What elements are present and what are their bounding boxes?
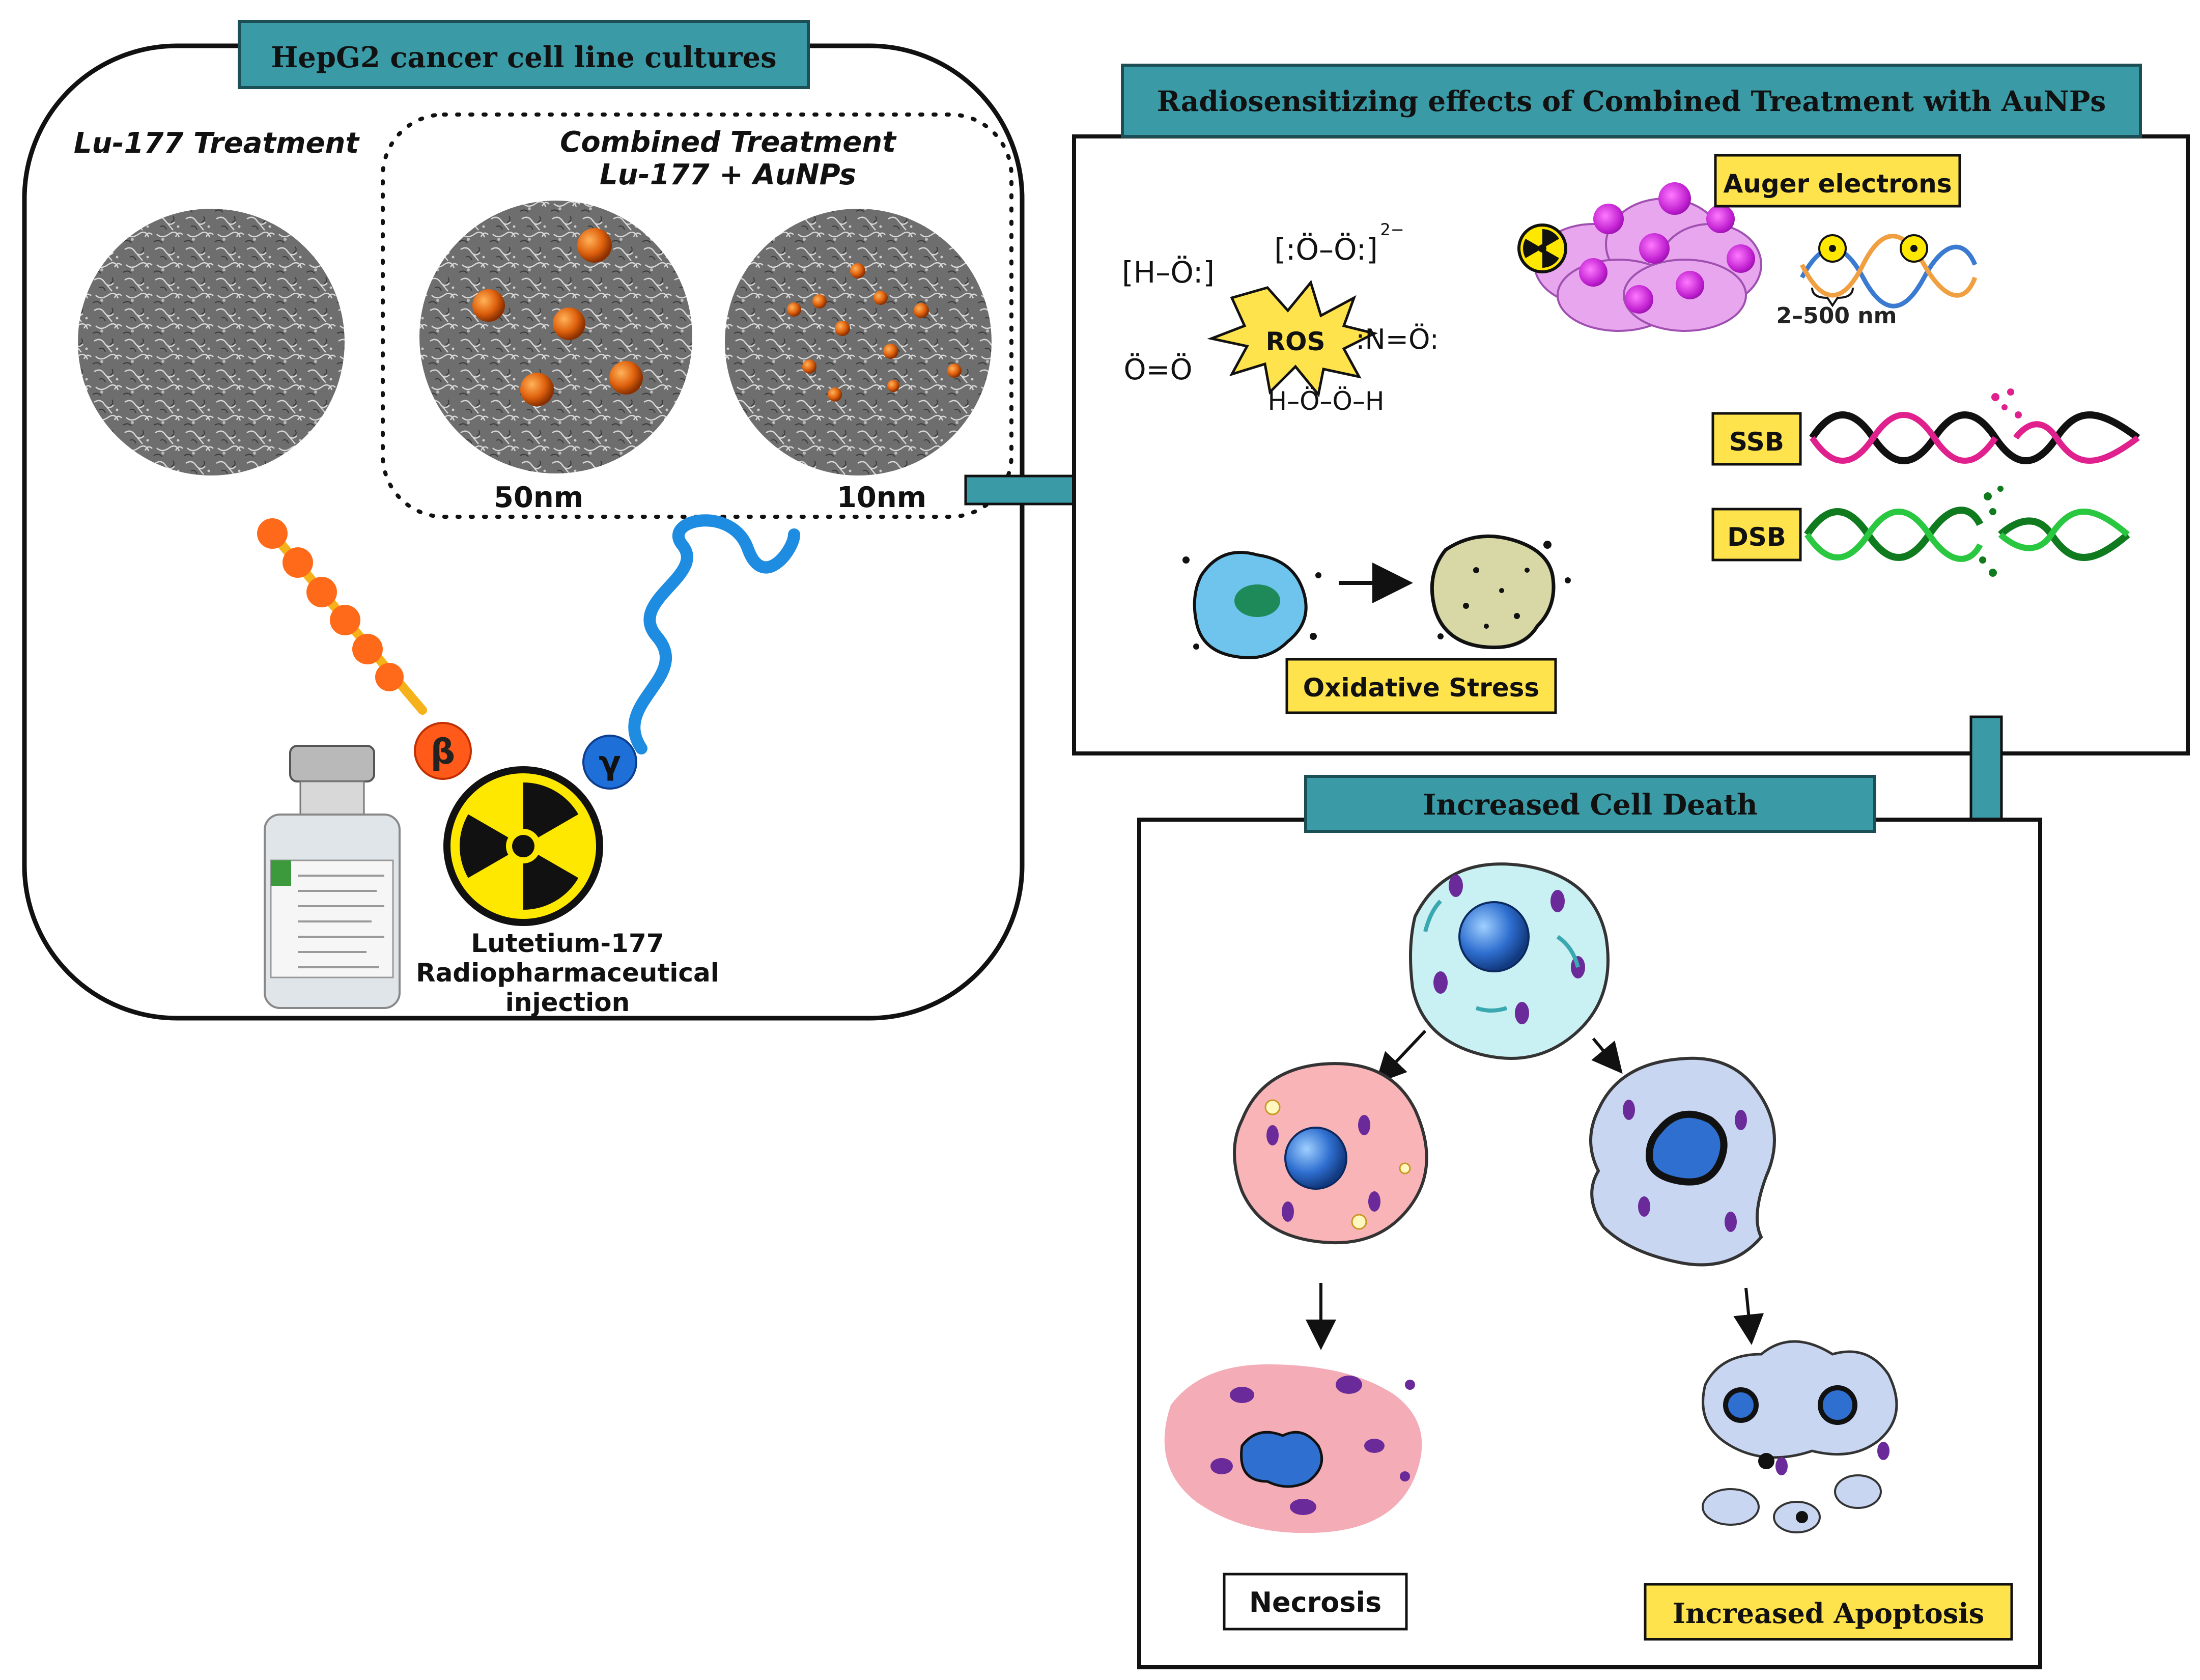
hydrogen-peroxide: H–Ö–Ö–H [1268, 386, 1385, 416]
range-brace [1811, 287, 1854, 307]
combined-treatment-sublabel: Lu-177 + AuNPs [600, 158, 856, 191]
apoptotic-cell-icon [1589, 1056, 1776, 1267]
oxygen-molecule: Ö=Ö [1123, 353, 1192, 386]
panel1-title-box [238, 20, 810, 89]
aunp-50nm-particles [472, 228, 643, 406]
ssb-label-box [1711, 412, 1802, 466]
normal-cell-icon [1409, 862, 1610, 1060]
drug-name-line2: Radiopharmaceutical [416, 958, 719, 988]
necrosis-label: Necrosis [1249, 1586, 1381, 1618]
apoptosis-label: Increased Apoptosis [1673, 1597, 1984, 1630]
radiation-icon [443, 766, 603, 926]
panel2-title: Radiosensitizing effects of Combined Tre… [1157, 85, 2106, 118]
panel-hepg2-cultures: HepG2 cancer cell line cultures Lu-177 T… [22, 20, 1025, 1021]
auger-label-box [1714, 154, 1961, 208]
ssb-dna-strand-2 [1810, 412, 2140, 464]
damaged-cell-icon [1430, 534, 1571, 650]
necrosis-cell-icon [1164, 1364, 1422, 1533]
auger-source-radiation-icon [1517, 223, 1567, 273]
drug-name-line3: injection [505, 988, 630, 1017]
superoxide: [:Ö–Ö:] [1274, 232, 1378, 267]
panel-radiosensitizing: Radiosensitizing effects of Combined Tre… [1072, 64, 2190, 755]
superoxide-charge: 2− [1380, 220, 1404, 239]
beta-particle-trail [257, 518, 427, 715]
arrow-to-necrotic [1375, 1029, 1427, 1084]
gamma-label: γ [599, 744, 621, 782]
necrosis-label-box [1223, 1573, 1408, 1631]
oxidative-label: Oxidative Stress [1303, 673, 1539, 703]
combined-treatment-label: Combined Treatment [560, 126, 897, 159]
beta-particle [414, 722, 472, 780]
nitric-oxide: :N=Ö: [1356, 323, 1439, 355]
vial-icon [264, 745, 401, 1009]
ros-label: ROS [1265, 327, 1325, 356]
panel3-title-box [1304, 775, 1876, 833]
arrow-to-apoptotic [1591, 1038, 1623, 1074]
ssb-label: SSB [1729, 427, 1784, 457]
lu-treatment-label: Lu-177 Treatment [74, 127, 360, 160]
auger-label: Auger electrons [1724, 169, 1952, 199]
size-10nm-label: 10nm [837, 481, 926, 514]
hydroxyl-radical: [H–Ö:] [1122, 255, 1215, 290]
apoptosis-label-box [1644, 1583, 2013, 1641]
auger-cell-cluster [1534, 182, 1762, 332]
dsb-label-box [1711, 508, 1802, 562]
apoptosis-cell-icon [1702, 1340, 1898, 1533]
panel3-title: Increased Cell Death [1423, 788, 1758, 822]
size-50nm-label: 50nm [494, 481, 583, 514]
arrow-to-apoptosis [1733, 1287, 1764, 1345]
ros-burst-shape [1207, 279, 1378, 398]
dsb-dna-strand-2 [1804, 509, 2130, 562]
auger-dna-helix-strand2 [1799, 234, 1978, 298]
panel-cell-death: Increased Cell Death [1137, 775, 2042, 1669]
gamma-particle [582, 735, 637, 790]
culture-dish-50nm [419, 201, 692, 473]
culture-dish-10nm [725, 209, 992, 475]
gamma-wave [628, 514, 800, 754]
auger-target-radiation-icon-2 [1900, 234, 1928, 263]
aunp-10nm-particles [787, 263, 962, 402]
drug-name-line1: Lutetium-177 [471, 929, 664, 958]
necrotic-cell-icon [1233, 1062, 1428, 1245]
auger-range-label: 2–500 nm [1776, 303, 1897, 329]
healthy-cell-icon [1182, 551, 1321, 659]
culture-dish-lu177 [78, 209, 345, 475]
dsb-label: DSB [1727, 522, 1786, 552]
panel1-title: HepG2 cancer cell line cultures [271, 41, 776, 74]
beta-label: β [431, 732, 456, 772]
ssb-break-fragments [1991, 388, 2022, 418]
ssb-dna-strand-1 [1809, 411, 2140, 464]
auger-target-radiation-icon-1 [1818, 234, 1847, 263]
dsb-break-fragments [1979, 486, 2004, 577]
oxidative-label-box [1285, 658, 1557, 714]
panel2-title-box [1121, 64, 2142, 138]
